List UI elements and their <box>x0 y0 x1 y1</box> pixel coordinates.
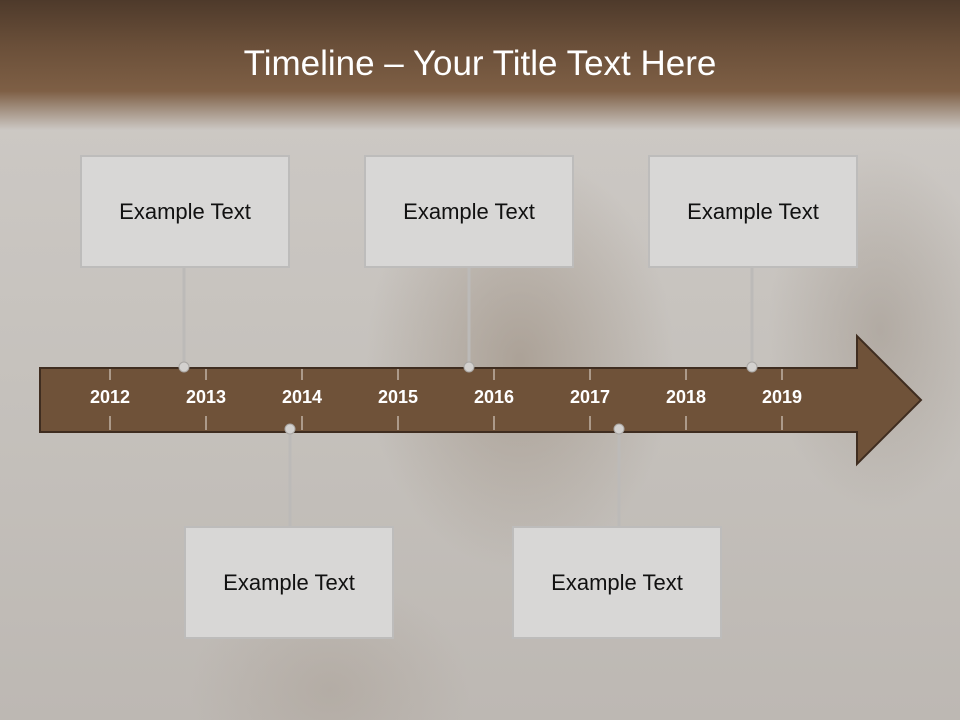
year-label: 2013 <box>186 387 226 407</box>
connector-dot <box>463 361 475 373</box>
connector-dot <box>284 423 296 435</box>
year-label: 2017 <box>570 387 610 407</box>
year-label: 2019 <box>762 387 802 407</box>
connector-dot <box>178 361 190 373</box>
event-box-above-1: Example Text <box>80 155 290 268</box>
event-box-below-1: Example Text <box>184 526 394 639</box>
timeline-arrow <box>39 333 923 467</box>
year-label: 2012 <box>90 387 130 407</box>
event-box-above-3: Example Text <box>648 155 858 268</box>
title-band <box>0 0 960 130</box>
event-box-above-2: Example Text <box>364 155 574 268</box>
year-label: 2015 <box>378 387 418 407</box>
year-label: 2014 <box>282 387 322 407</box>
connector-dot <box>746 361 758 373</box>
connector-dot <box>613 423 625 435</box>
slide-title: Timeline – Your Title Text Here <box>243 44 717 83</box>
event-box-below-2: Example Text <box>512 526 722 639</box>
year-label: 2016 <box>474 387 514 407</box>
year-label: 2018 <box>666 387 706 407</box>
